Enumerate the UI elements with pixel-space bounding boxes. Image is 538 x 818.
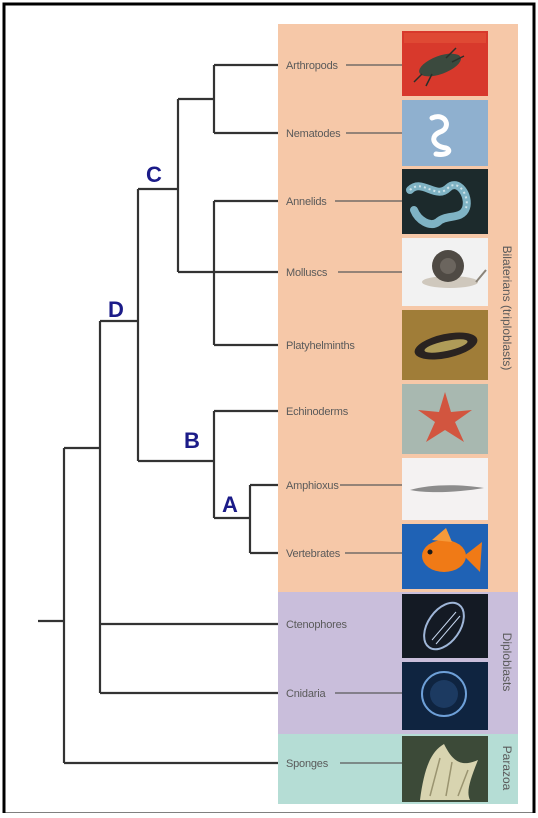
nematode-photo-icon xyxy=(402,100,488,166)
branch-node-d xyxy=(100,321,278,693)
group-label-diploblasts: Diploblasts xyxy=(500,633,514,692)
group-label-bilateria: Bilaterians (triploblasts) xyxy=(500,246,514,371)
node-label-d: D xyxy=(108,297,124,322)
snail-photo-icon xyxy=(402,238,488,306)
fish-photo-icon xyxy=(402,524,488,589)
taxon-name-sponges: Sponges xyxy=(286,758,329,770)
arthropod-photo-icon xyxy=(402,31,488,96)
taxon-name-annelids: Annelids xyxy=(286,196,327,208)
taxon-name-echinoderms: Echinoderms xyxy=(286,406,349,418)
branch-root-split xyxy=(64,448,278,763)
taxon-name-amphioxus: Amphioxus xyxy=(286,480,339,492)
comb-jelly-photo-icon xyxy=(402,594,488,658)
node-label-a: A xyxy=(222,492,238,517)
taxon-name-nematodes: Nematodes xyxy=(286,128,341,140)
taxon-name-platyhelminths: Platyhelminths xyxy=(286,340,355,352)
taxon-name-ctenophores: Ctenophores xyxy=(286,619,347,631)
jellyfish-photo-icon xyxy=(402,662,488,730)
starfish-photo-icon xyxy=(402,384,488,454)
annelid-photo-icon xyxy=(402,169,488,234)
node-label-c: C xyxy=(146,162,162,187)
branch-ecdysozoa xyxy=(214,65,278,133)
branch-node-c xyxy=(178,99,214,272)
branch-lophotrochozoa xyxy=(214,201,278,345)
branch-node-cb xyxy=(138,189,214,461)
node-label-b: B xyxy=(184,428,200,453)
taxon-name-molluscs: Molluscs xyxy=(286,267,328,279)
taxon-name-cnidaria: Cnidaria xyxy=(286,688,326,700)
branch-node-a xyxy=(250,485,278,553)
amphioxus-photo-icon xyxy=(402,458,488,520)
taxon-photos xyxy=(402,31,488,802)
group-label-parazoa: Parazoa xyxy=(500,746,514,791)
sponge-photo-icon xyxy=(402,736,488,802)
flatworm-photo-icon xyxy=(402,310,488,380)
taxon-name-vertebrates: Vertebrates xyxy=(286,548,341,560)
taxon-name-arthropods: Arthropods xyxy=(286,60,339,72)
